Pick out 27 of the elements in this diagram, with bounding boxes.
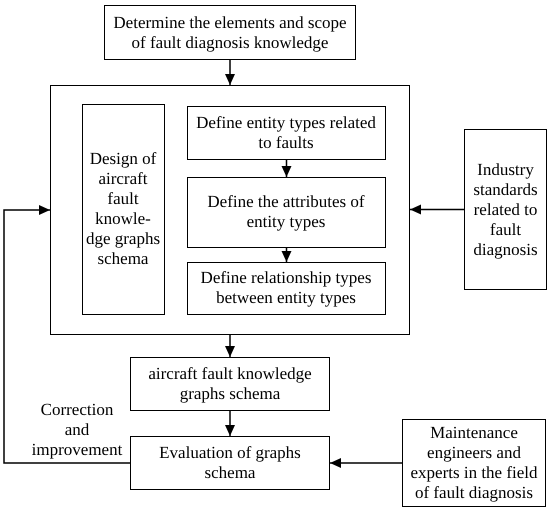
arrow [225,60,235,85]
process-box [186,106,386,160]
arrow [330,458,402,468]
process-box [130,357,330,411]
process-box [130,436,330,490]
node-text: Define entity types related to faults [195,112,377,152]
node-text: Maintenance engineers and experts in the field of fault diagnosis [410,423,538,503]
process-box [186,262,386,314]
arrow [225,335,235,357]
arrow [282,160,292,177]
node-text: aircraft fault knowledge graphs schema [147,364,313,404]
process-box [104,5,356,60]
process-box [82,104,164,314]
arrow [3,205,130,464]
process-box [402,419,546,507]
node-text: Determine the elements and scope of fault diagnosis knowledge [112,12,348,52]
node-text: Define relationship types between entity types [200,268,372,308]
frame-box [50,85,410,335]
node-text: Industry standards related to fault diagnosis [472,160,539,260]
node-text: Design of aircraft fault knowle- dge graphs schema [84,149,162,269]
arrow [410,204,464,214]
node-text: Define the attributes of entity types [206,192,366,232]
arrow [282,248,292,262]
process-box [186,176,386,248]
arrow [225,411,235,436]
node-text: Evaluation of graphs schema [158,443,302,483]
process-box [464,129,547,290]
